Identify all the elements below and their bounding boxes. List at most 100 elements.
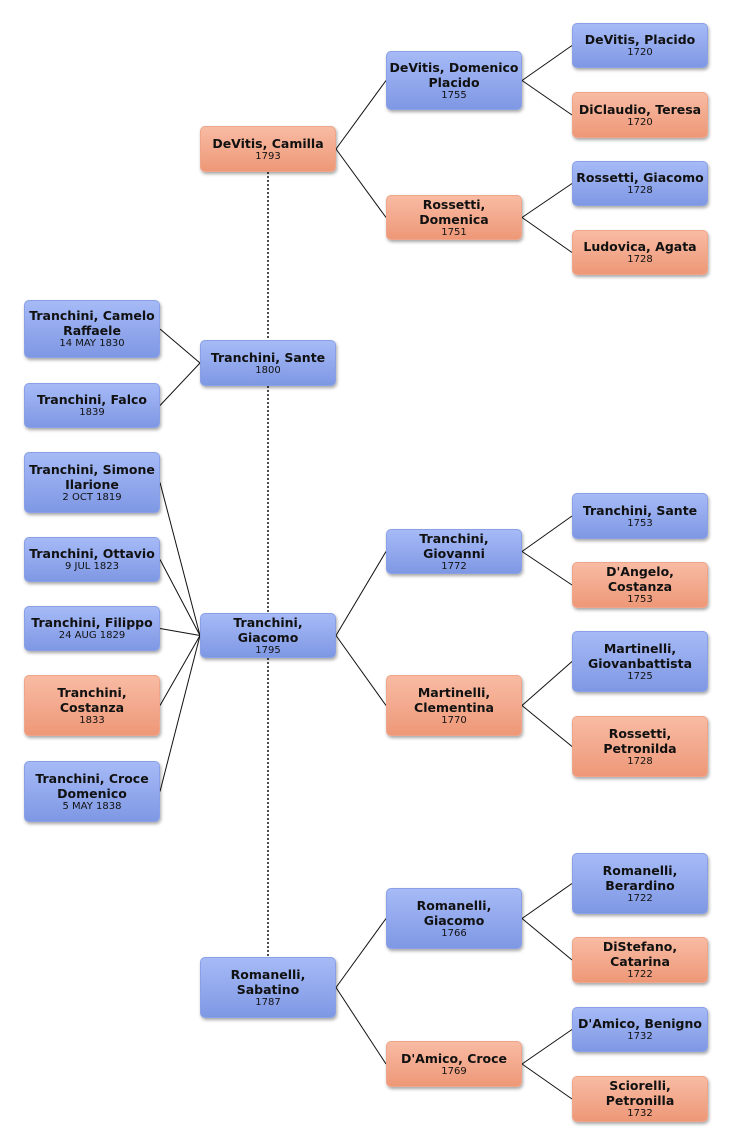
child-link [159,635,201,792]
person-date: 1751 [441,226,467,238]
parent-link [521,1063,573,1100]
person-date: 1728 [627,755,653,767]
person-name: Tranchini, Ottavio [29,546,155,561]
person-date: 1839 [79,407,105,418]
person-name: Tranchini, Giacomo [233,614,303,645]
person-name: Rossetti, Domenica [419,196,489,227]
person-name: Romanelli, Sabatino [230,966,306,997]
person-name: DeVitis, Placido [584,32,696,47]
person-name: Romanelli, Berardino [602,862,678,893]
parent-link [521,183,573,218]
person-date: 1722 [627,969,653,980]
child-link [159,482,201,636]
person-name: Rossetti, Giacomo [576,170,704,185]
person-name: DiStefano, Catarina [602,939,678,969]
person-date: 1753 [627,594,653,605]
person-date: 9 JUL 1823 [64,561,119,572]
person-name: Tranchini, Simone Ilarione [29,461,155,492]
child-link [159,628,201,636]
person-date: 2 OCT 1819 [62,491,122,503]
parent-link [521,551,573,586]
parent-link [521,705,573,747]
person-date: 1795 [255,644,281,656]
person-name: D'Amico, Croce [400,1050,508,1066]
child-link [159,362,201,406]
person-name: Tranchini, Filippo [31,615,153,630]
person-date: 14 MAY 1830 [59,338,125,349]
person-date: 24 AUG 1829 [58,630,126,641]
person-name: Tranchini, Giovanni [419,530,489,561]
child-link [159,635,201,706]
person-name: Tranchini, Camelo Raffaele [29,308,155,338]
person-date: 5 MAY 1838 [62,800,122,812]
parent-link [521,217,573,253]
person-name: DeVitis, Domenico Placido [389,59,519,90]
person-name: Ludovica, Agata [583,239,697,254]
person-date: 1833 [79,714,105,726]
person-name: DiClaudio, Teresa [578,101,702,117]
parent-link [521,1029,573,1065]
parent-link [335,987,387,1065]
person-date: 1720 [627,47,653,58]
person-date: 1787 [255,996,281,1008]
parent-link [521,661,573,706]
person-name: Rossetti, Petronilda [603,725,677,756]
person-name: Tranchini, Falco [36,392,148,407]
person-name: Sciorelli, Petronilla [605,1078,675,1108]
person-date: 1753 [627,517,653,529]
person-name: Tranchini, Sante [582,502,698,518]
parent-link [521,883,573,919]
parent-link [335,918,387,988]
person-name: DeVitis, Camilla [212,135,324,151]
person-name: Tranchini, Croce Domenico [35,770,149,801]
person-name: Romanelli, Giacomo [416,897,492,928]
person-date: 1720 [627,116,653,128]
person-date: 1769 [441,1065,467,1077]
person-name: Tranchini, Sante [210,349,326,365]
parent-link [521,45,573,81]
person-name: D'Angelo, Costanza [606,564,674,594]
parent-link [335,80,387,150]
child-link [159,559,201,636]
person-date: 1800 [255,364,281,376]
person-name: Tranchini, Costanza [57,684,127,715]
person-date: 1732 [627,1031,653,1042]
parent-link [335,551,387,636]
parent-link [521,515,573,552]
person-date: 1732 [627,1108,653,1119]
person-name: D'Amico, Benigno [578,1016,702,1031]
person-date: 1755 [441,89,467,101]
parent-link [521,80,573,116]
